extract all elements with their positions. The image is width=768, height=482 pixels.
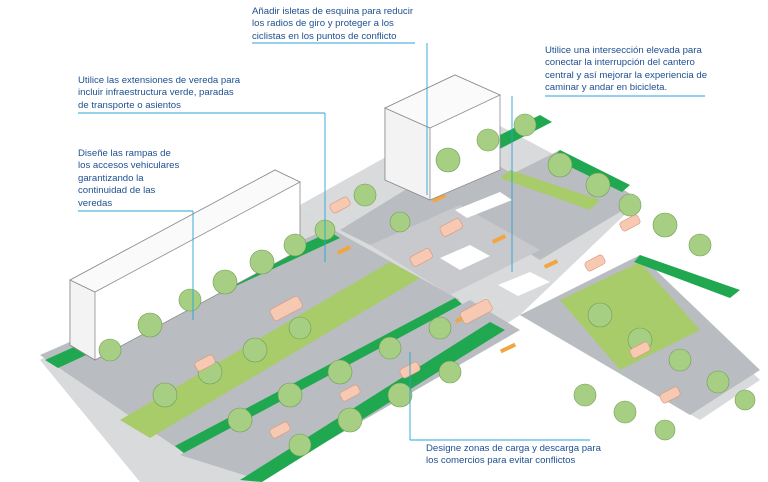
- callout-line: de transporte o asientos: [78, 100, 240, 112]
- callout-line: Designe zonas de carga y descarga para: [426, 443, 601, 455]
- callout-line: Utilice las extensiones de vereda para: [78, 75, 240, 87]
- callout-line: Diseñe las rampas de: [78, 148, 179, 160]
- callout-line: los radios de giro y proteger a los: [252, 18, 413, 30]
- callout-line: los accesos vehiculares: [78, 160, 179, 172]
- callout-line: garantizando la: [78, 173, 179, 185]
- callout-line: Añadir isletas de esquina para reducir: [252, 6, 413, 18]
- callout-line: caminar y andar en bicicleta.: [545, 82, 707, 94]
- callout-line: conectar la interrupción del cantero: [545, 57, 707, 69]
- callout-line: continuidad de las: [78, 185, 179, 197]
- callout-line: incluir infraestructura verde, paradas: [78, 87, 240, 99]
- callout-line: central y así mejorar la experiencia de: [545, 70, 707, 82]
- callout-line: ciclistas en los puntos de conflicto: [252, 31, 413, 43]
- callout-line: veredas: [78, 198, 179, 210]
- callout-line: los comercios para evitar conflictos: [426, 455, 601, 467]
- callout-line: Utilice una intersección elevada para: [545, 45, 707, 57]
